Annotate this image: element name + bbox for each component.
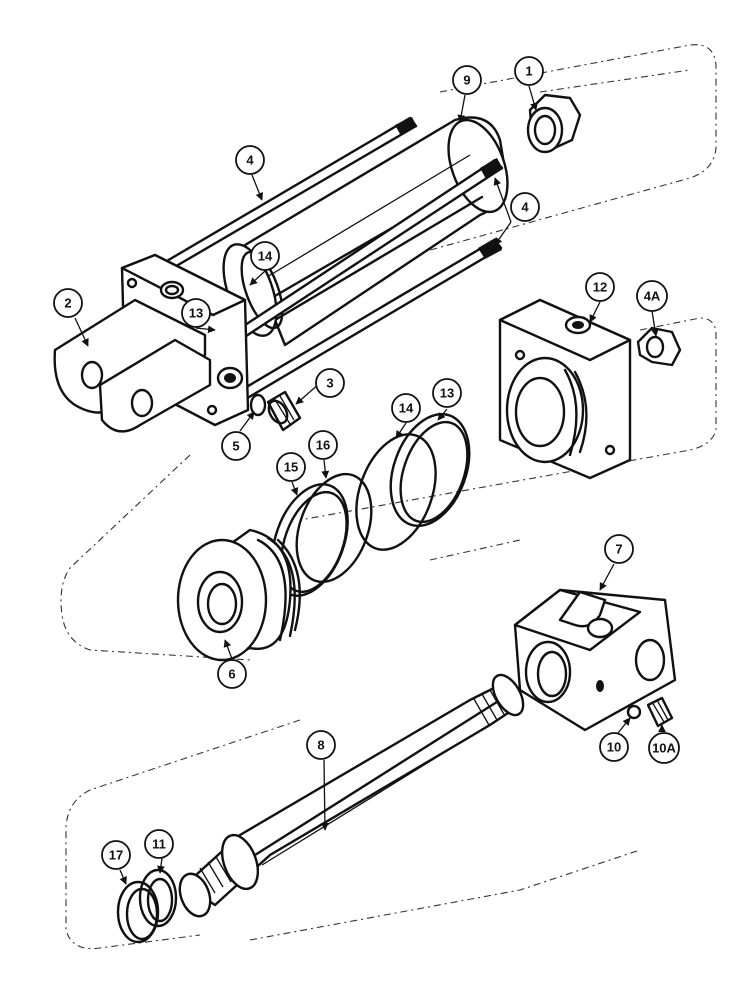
- base-end-clevis: [53, 253, 250, 433]
- callout-12: 12: [585, 272, 615, 302]
- callout-11: 11: [144, 829, 174, 859]
- callout-11-label: 11: [152, 837, 166, 852]
- backup-ring-part-13: [389, 412, 471, 528]
- callout-13-top: 13: [181, 298, 211, 328]
- callout-2: 2: [53, 288, 83, 318]
- callout-10: 10: [599, 732, 629, 762]
- callout-15: 15: [276, 452, 306, 482]
- callout-10a: 10A: [648, 732, 680, 764]
- callout-10-label: 10: [607, 740, 621, 755]
- callout-5: 5: [221, 431, 251, 461]
- callout-7-label: 7: [615, 542, 622, 557]
- callout-4-top-label: 4: [246, 153, 254, 168]
- ring-part-16: [295, 472, 373, 584]
- callout-6-label: 6: [228, 667, 235, 682]
- nut-part-1: [526, 93, 582, 154]
- rod-end-head: [498, 298, 632, 480]
- callout-2-label: 2: [64, 296, 71, 311]
- callout-14-mid-label: 14: [399, 401, 414, 416]
- callout-13-mid-label: 13: [440, 386, 454, 401]
- callout-13-mid: 13: [432, 378, 462, 408]
- set-screw-part-10a: [646, 696, 674, 728]
- callout-14-mid: 14: [391, 393, 421, 423]
- callout-6: 6: [217, 659, 247, 689]
- callout-1: 1: [514, 56, 544, 86]
- callout-14-top: 14: [250, 241, 280, 271]
- callout-14-top-label: 14: [258, 249, 273, 264]
- leader-lines: [74, 85, 666, 885]
- callout-3: 3: [315, 368, 345, 398]
- callout-17: 17: [101, 840, 131, 870]
- callout-3-label: 3: [326, 376, 333, 391]
- callout-8: 8: [306, 730, 336, 760]
- callout-16: 16: [308, 430, 338, 460]
- assembly-outline-lines: [60, 44, 717, 950]
- callout-4-right: 4: [510, 192, 540, 222]
- callout-5-label: 5: [232, 439, 239, 454]
- callout-4-top: 4: [235, 145, 265, 175]
- nut-part-4a: [636, 326, 682, 367]
- callout-9: 9: [452, 65, 482, 95]
- callout-9-label: 9: [463, 73, 470, 88]
- callout-17-label: 17: [109, 848, 123, 863]
- callout-15-label: 15: [284, 460, 298, 475]
- callout-1-label: 1: [525, 64, 532, 79]
- piston-rod-part-8: [178, 673, 525, 918]
- callout-4a-label: 4A: [644, 289, 661, 304]
- callout-4-right-label: 4: [521, 200, 529, 215]
- callout-13-top-label: 13: [189, 306, 203, 321]
- piston-part-6: [176, 528, 301, 662]
- callout-4a: 4A: [636, 280, 668, 312]
- o-ring-part-5: [249, 393, 267, 417]
- callout-8-label: 8: [317, 738, 324, 753]
- ring-part-17: [116, 880, 160, 944]
- callout-7: 7: [604, 534, 634, 564]
- callout-16-label: 16: [316, 438, 330, 453]
- rod-clevis-part-7: [513, 588, 677, 732]
- callout-12-label: 12: [593, 280, 607, 295]
- plug-part-3: [266, 390, 302, 432]
- ball-part-10: [626, 704, 642, 720]
- callout-10a-label: 10A: [652, 741, 676, 756]
- o-ring-part-14: [355, 433, 437, 551]
- tie-rods: [158, 116, 504, 402]
